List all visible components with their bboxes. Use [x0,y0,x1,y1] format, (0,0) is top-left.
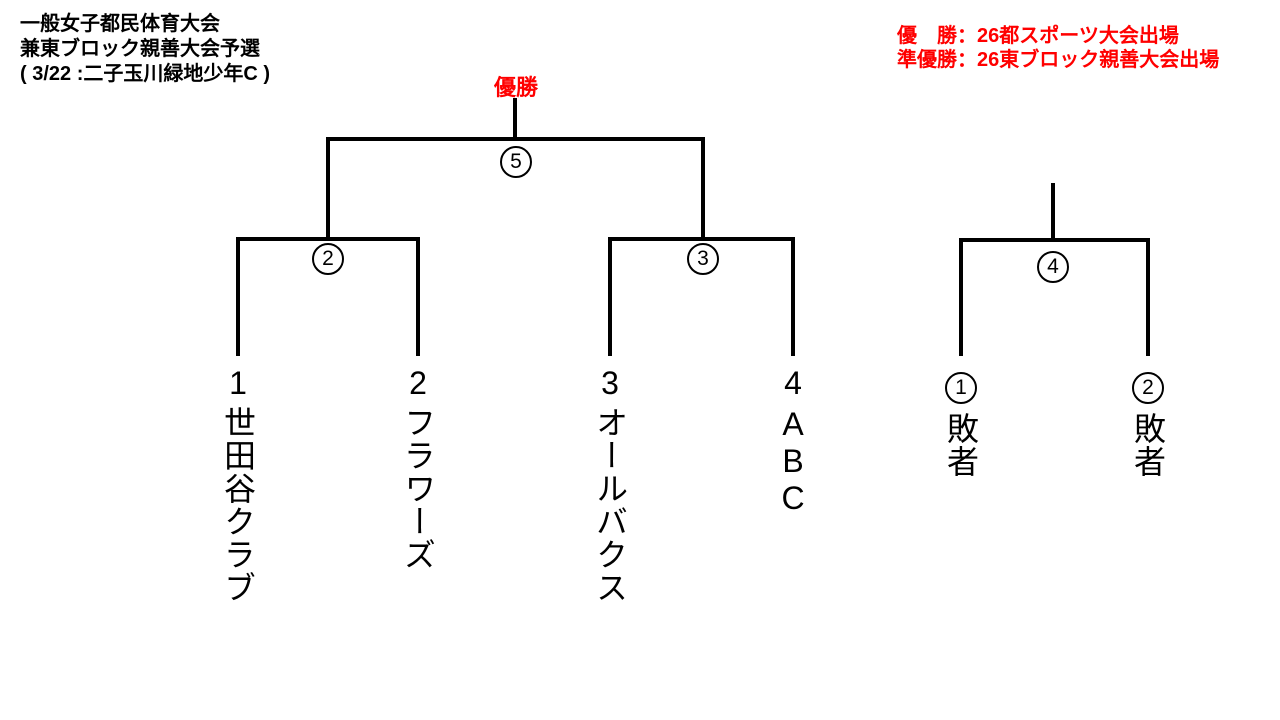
champion-stem-line [513,98,517,141]
match-number-final: 5 [500,146,532,178]
team4-seed: 4 [784,365,802,401]
tournament-title: 一般女子都民体育大会 兼東ブロック親善大会予選 ( 3/22 :二子玉川緑地少年… [20,12,270,87]
match-number-consolation: 4 [1037,251,1069,283]
team3-name: オールバクス [592,406,628,604]
tournament-date-venue: ( 3/22 :二子玉川緑地少年C ) [20,63,271,85]
tournament-title-line-1: 一般女子都民体育大会 [20,13,220,35]
final-horizontal-line [326,137,705,141]
team1-seed: 1 [229,365,247,401]
team2-name: フラワーズ [400,406,436,571]
right-semifinal-stem-line [701,137,705,241]
runnerup-qualification-note: 準優勝：26東ブロック親善大会出場 [897,49,1220,71]
loser1-name: 敗者 [943,412,979,478]
winner-qualification-note: 優 勝：26都スポーツ大会出場 [897,25,1179,47]
team1-drop-line [236,237,240,356]
team1-name: 世田谷クラブ [220,406,256,604]
team2-seed: 2 [409,365,427,401]
match3-horizontal-line [608,237,795,241]
tournament-title-line-2: 兼東ブロック親善大会予選 [20,38,260,60]
qualification-notes: 優 勝：26都スポーツ大会出場 準優勝：26東ブロック親善大会出場 [897,24,1219,72]
consolation-stem-line [1051,183,1055,242]
team2-drop-line [416,237,420,356]
team3-drop-line [608,237,612,356]
team3-seed: 3 [601,365,619,401]
loser2-drop-line [1146,238,1150,356]
match-number-left-semifinal: 2 [312,243,344,275]
consolation-horizontal-line [959,238,1150,242]
left-semifinal-stem-line [326,137,330,241]
champion-label: 優勝 [493,75,538,100]
loser1-seed-circle: 1 [945,372,977,404]
team4-drop-line [791,237,795,356]
loser2-name: 敗者 [1130,412,1166,478]
match2-horizontal-line [236,237,420,241]
loser2-seed-circle: 2 [1132,372,1164,404]
match-number-right-semifinal: 3 [687,243,719,275]
team4-name: ABC [775,406,811,517]
loser1-drop-line [959,238,963,356]
